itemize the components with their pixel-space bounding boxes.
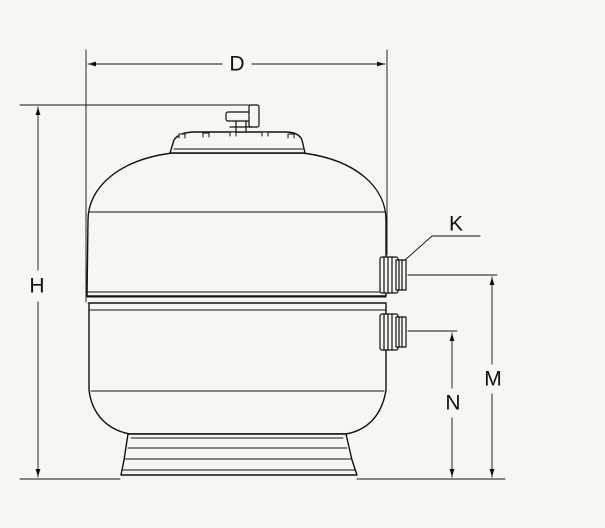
upper-connection: [379, 256, 407, 294]
dimension-label-m: M: [484, 367, 502, 391]
filter-tank: [86, 131, 387, 476]
tank-detail-lines: [86, 148, 387, 471]
dimension-label-h: H: [29, 274, 45, 298]
dimension-label-n: N: [445, 391, 461, 415]
dimension-label-k: K: [448, 212, 464, 236]
dimension-label-d: D: [229, 52, 245, 76]
lid-bolts: [178, 131, 295, 139]
leader-k-line: [404, 235, 481, 261]
top-valve: [225, 104, 260, 133]
lower-connection: [379, 313, 407, 351]
extension-lines: [19, 49, 506, 480]
